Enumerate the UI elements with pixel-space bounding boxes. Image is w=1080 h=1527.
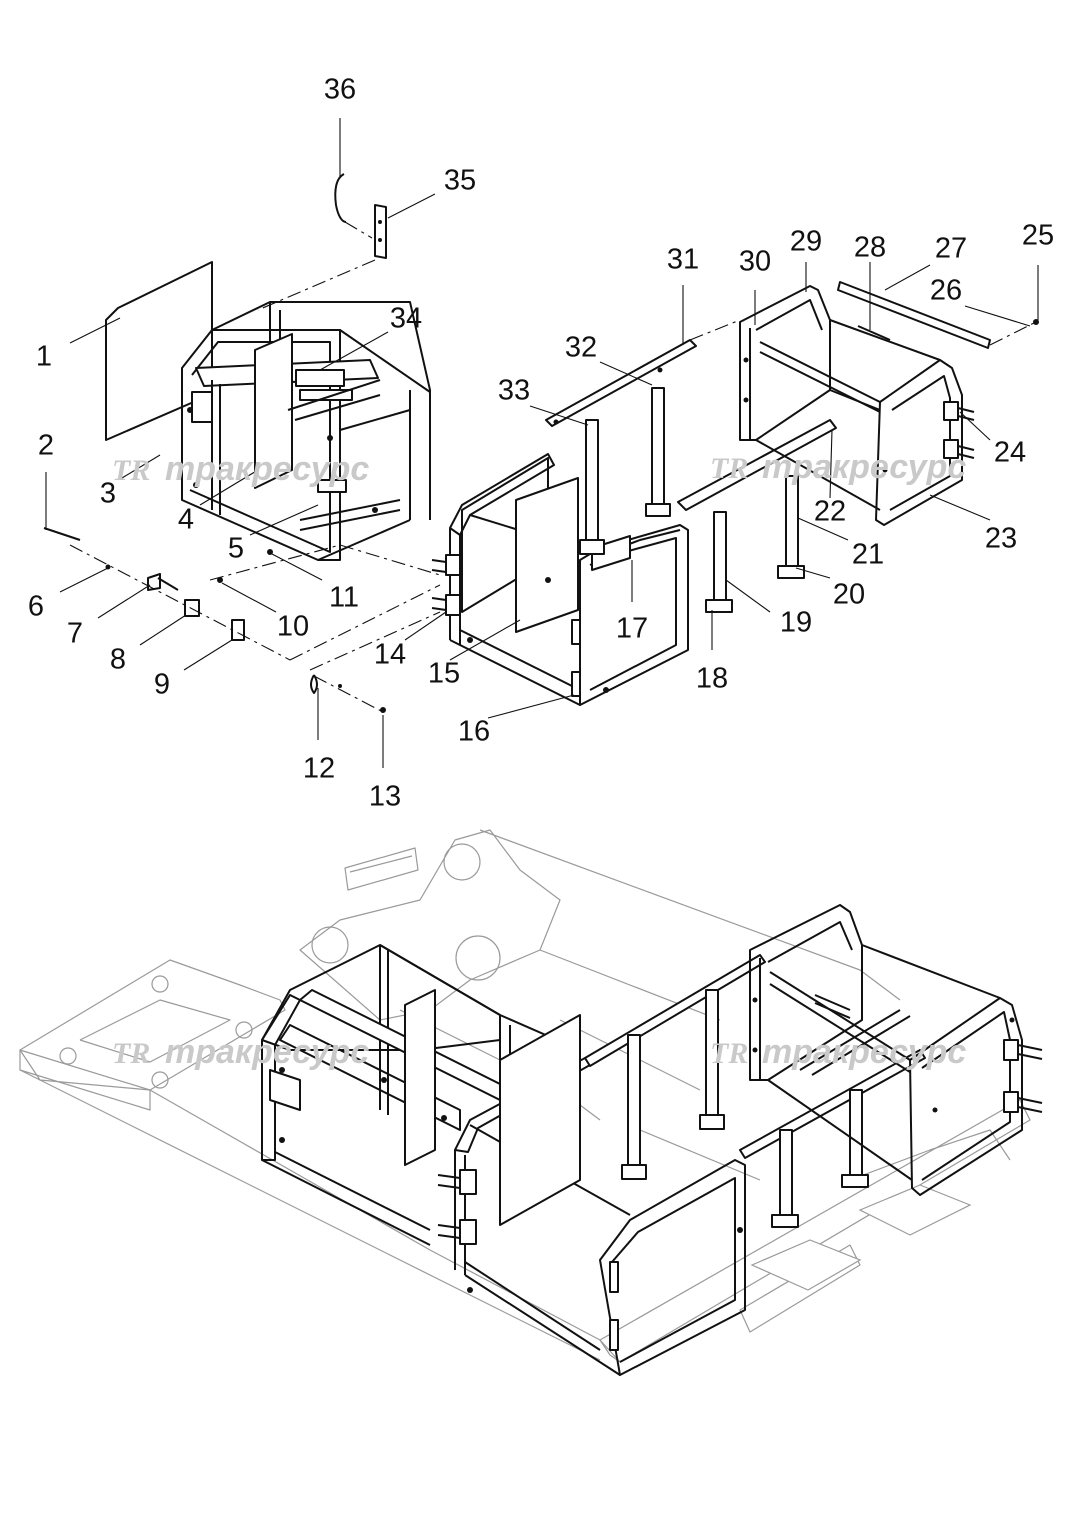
part-label-24: 24 — [994, 437, 1026, 469]
part-label-8: 8 — [110, 644, 126, 676]
middle-cabinet-frame — [431, 453, 689, 706]
assembled-support-posts — [584, 954, 926, 1228]
part-1-side-panel — [105, 261, 213, 441]
watermark-text: тракресурс — [165, 450, 369, 488]
part-label-25: 25 — [1022, 220, 1054, 252]
part-label-22: 22 — [814, 496, 846, 528]
part-label-14: 14 — [374, 639, 406, 671]
watermark-text: тракресурс — [762, 448, 966, 486]
part-label-3: 3 — [100, 478, 116, 510]
part-label-1: 1 — [36, 341, 52, 373]
part-label-36: 36 — [324, 74, 356, 106]
part-label-6: 6 — [28, 591, 44, 623]
watermark-text: тракресурс — [762, 1033, 966, 1071]
part-label-26: 26 — [930, 275, 962, 307]
support-posts-18-22 — [677, 419, 837, 613]
part-label-5: 5 — [228, 533, 244, 565]
part-label-27: 27 — [935, 233, 967, 265]
support-posts-31-33 — [545, 339, 697, 555]
part-label-18: 18 — [696, 663, 728, 695]
part-label-29: 29 — [790, 226, 822, 258]
watermark-2: TR тракресурс — [710, 448, 966, 486]
part-label-32: 32 — [565, 332, 597, 364]
part-label-21: 21 — [852, 539, 884, 571]
part-label-23: 23 — [985, 523, 1017, 555]
watermark-logo: TR — [710, 452, 748, 485]
part-label-12: 12 — [303, 753, 335, 785]
watermark-4: TR тракресурс — [710, 1033, 966, 1071]
part-labels: 1 2 3 4 5 6 7 8 9 10 11 12 13 14 15 16 1… — [28, 74, 1054, 813]
part-label-10: 10 — [277, 611, 309, 643]
part-label-34: 34 — [390, 303, 422, 335]
watermark-text: тракресурс — [165, 1033, 369, 1071]
part-label-13: 13 — [369, 781, 401, 813]
part-label-19: 19 — [780, 607, 812, 639]
right-cabinet-frame — [739, 281, 1039, 526]
part-label-35: 35 — [444, 165, 476, 197]
part-label-4: 4 — [178, 504, 194, 536]
part-label-2: 2 — [38, 430, 54, 462]
part-label-7: 7 — [67, 618, 83, 650]
part-label-31: 31 — [667, 244, 699, 276]
part-label-17: 17 — [616, 613, 648, 645]
assembled-view — [19, 829, 1043, 1376]
part-35-plate — [374, 204, 387, 259]
assembled-right-cabinet — [749, 904, 1043, 1196]
part-label-15: 15 — [428, 658, 460, 690]
part-label-33: 33 — [498, 375, 530, 407]
part-label-30: 30 — [739, 246, 771, 278]
left-cabinet-frame — [181, 301, 431, 561]
exploded-view — [43, 118, 1039, 768]
watermark-1: TR тракресурс — [112, 450, 369, 488]
watermark-group: TR тракресурс TR тракресурс TR тракресур… — [112, 448, 966, 1071]
part-label-20: 20 — [833, 579, 865, 611]
part-label-28: 28 — [854, 232, 886, 264]
part-36-handle — [334, 173, 347, 223]
part-label-16: 16 — [458, 716, 490, 748]
assembled-middle-cabinet — [437, 1014, 746, 1376]
watermark-logo: TR — [112, 1037, 150, 1070]
hardware-fasteners — [43, 527, 386, 713]
part-label-9: 9 — [154, 669, 170, 701]
watermark-logo: TR — [112, 454, 150, 487]
watermark-3: TR тракресурс — [112, 1033, 369, 1071]
watermark-logo: TR — [710, 1037, 748, 1070]
leader-lines — [45, 118, 1039, 768]
part-label-11: 11 — [329, 582, 359, 614]
assembly-centerlines — [69, 221, 1037, 713]
